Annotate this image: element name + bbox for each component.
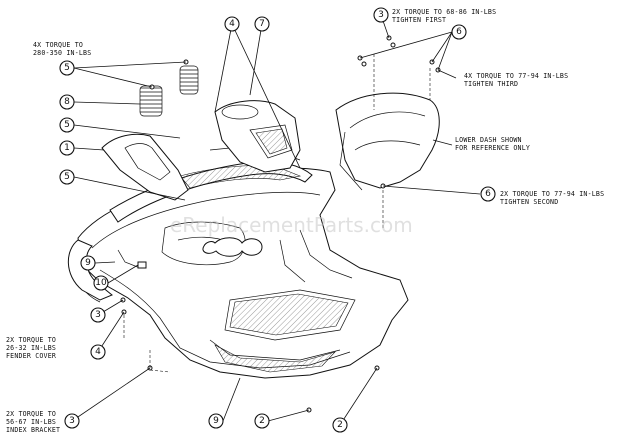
svg-text:4X TORQUE TO: 4X TORQUE TO — [33, 41, 83, 49]
note-torque-5: 4X TORQUE TO 280-350 IN-LBS — [33, 41, 91, 57]
callout-4a: 4 — [224, 16, 240, 32]
svg-text:LOWER DASH SHOWN: LOWER DASH SHOWN — [455, 136, 522, 144]
svg-text:INDEX BRACKET: INDEX BRACKET — [6, 426, 60, 434]
svg-text:4X TORQUE TO 77-94 IN-LBS: 4X TORQUE TO 77-94 IN-LBS — [464, 72, 568, 80]
note-torque-3-bottom: 2X TORQUE TO 56-67 IN-LBS INDEX BRACKET — [6, 410, 60, 434]
svg-text:2X TORQUE TO 77-94 IN-LBS: 2X TORQUE TO 77-94 IN-LBS — [500, 190, 604, 198]
svg-text:2: 2 — [337, 420, 343, 430]
callout-2a: 2 — [254, 413, 270, 429]
lower-dash — [335, 92, 440, 191]
callout-6b: 6 — [480, 186, 496, 202]
svg-text:TIGHTEN FIRST: TIGHTEN FIRST — [392, 16, 446, 24]
svg-text:4: 4 — [229, 19, 235, 29]
note-lower-dash: LOWER DASH SHOWN FOR REFERENCE ONLY — [455, 136, 530, 152]
svg-text:TIGHTEN THIRD: TIGHTEN THIRD — [464, 80, 518, 88]
svg-text:FOR REFERENCE ONLY: FOR REFERENCE ONLY — [455, 144, 530, 152]
svg-text:3: 3 — [95, 310, 101, 320]
callout-8: 8 — [59, 94, 75, 110]
svg-text:280-350 IN-LBS: 280-350 IN-LBS — [33, 49, 91, 57]
callout-7: 7 — [254, 16, 270, 32]
leader-lines — [71, 14, 481, 426]
svg-text:8: 8 — [64, 97, 70, 107]
svg-text:2X TORQUE TO: 2X TORQUE TO — [6, 410, 56, 418]
svg-text:3: 3 — [378, 10, 384, 20]
svg-text:7: 7 — [259, 19, 265, 29]
seat-cushion — [101, 133, 189, 201]
callout-1: 1 — [59, 140, 75, 156]
callout-9b: 9 — [208, 413, 224, 429]
note-torque-6-bottom: 2X TORQUE TO 77-94 IN-LBS TIGHTEN SECOND — [500, 190, 604, 206]
svg-text:TIGHTEN SECOND: TIGHTEN SECOND — [500, 198, 558, 206]
svg-text:3: 3 — [69, 416, 75, 426]
callout-10: 10 — [93, 275, 109, 291]
svg-text:9: 9 — [213, 416, 219, 426]
svg-text:2X TORQUE TO 68-86 IN-LBS: 2X TORQUE TO 68-86 IN-LBS — [392, 8, 496, 16]
svg-text:2X TORQUE TO: 2X TORQUE TO — [6, 336, 56, 344]
callout-3b: 3 — [90, 307, 106, 323]
svg-text:9: 9 — [85, 258, 91, 268]
reference-lines — [123, 54, 431, 373]
callout-6a: 6 — [451, 24, 467, 40]
svg-text:5: 5 — [64, 120, 70, 130]
svg-text:56-67 IN-LBS: 56-67 IN-LBS — [6, 418, 56, 426]
callout-9a: 9 — [80, 255, 96, 271]
svg-text:5: 5 — [64, 63, 70, 73]
svg-text:26-32 IN-LBS: 26-32 IN-LBS — [6, 344, 56, 352]
callout-5a: 5 — [59, 60, 75, 76]
svg-text:6: 6 — [485, 189, 491, 199]
callout-2b: 2 — [332, 417, 348, 433]
fender-body — [67, 167, 409, 379]
note-torque-3-top: 2X TORQUE TO 68-86 IN-LBS TIGHTEN FIRST — [392, 8, 496, 24]
watermark-text: eReplacementParts.com — [170, 213, 413, 237]
callout-5c: 5 — [59, 169, 75, 185]
svg-text:6: 6 — [456, 27, 462, 37]
callout-5b: 5 — [59, 117, 75, 133]
svg-text:FENDER COVER: FENDER COVER — [6, 352, 56, 360]
upper-dash-panel — [214, 100, 301, 173]
callout-3a: 3 — [373, 7, 389, 23]
callout-3c: 3 — [64, 413, 80, 429]
spring-right — [179, 65, 199, 95]
svg-text:10: 10 — [95, 278, 107, 288]
callout-4b: 4 — [90, 344, 106, 360]
spring-left — [139, 85, 163, 117]
note-torque-6-top: 4X TORQUE TO 77-94 IN-LBS TIGHTEN THIRD — [464, 72, 568, 88]
svg-text:5: 5 — [64, 172, 70, 182]
svg-text:4: 4 — [95, 347, 101, 357]
svg-text:2: 2 — [259, 416, 265, 426]
note-torque-4: 2X TORQUE TO 26-32 IN-LBS FENDER COVER — [6, 336, 56, 360]
svg-text:1: 1 — [64, 143, 70, 153]
